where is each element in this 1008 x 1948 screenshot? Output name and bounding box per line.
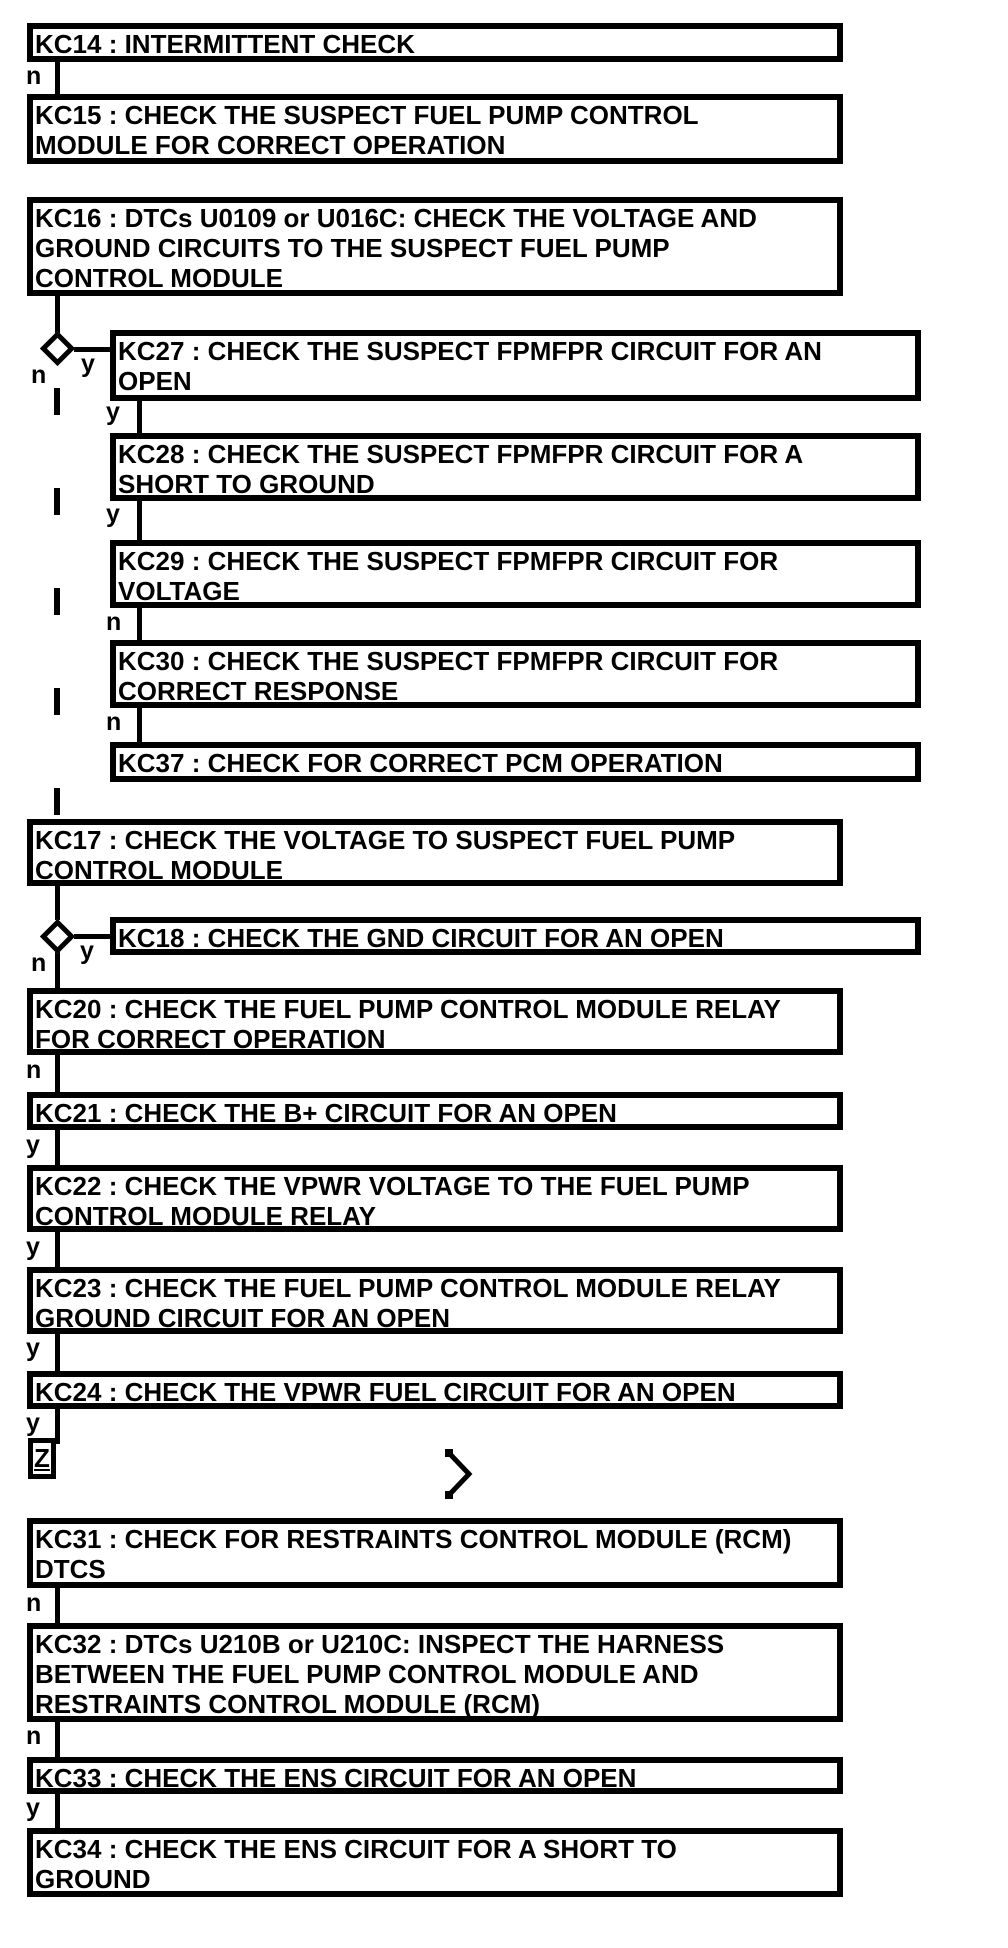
node-kc21-box: KC21 : CHECK THE B+ CIRCUIT FOR AN OPEN [27, 1092, 843, 1130]
node-kc22-box: KC22 : CHECK THE VPWR VOLTAGE TO THE FUE… [27, 1165, 843, 1232]
connector-line [55, 884, 60, 920]
connector-line [55, 1407, 60, 1444]
offpage-connector-z[interactable]: Z [28, 1438, 56, 1479]
node-kc20-box: KC20 : CHECK THE FUEL PUMP CONTROL MODUL… [27, 988, 843, 1055]
connector-line [55, 60, 60, 96]
edge-label-no: n [26, 1056, 42, 1084]
edge-label-no: n [26, 62, 42, 90]
connector-line [137, 606, 142, 642]
connector-line [137, 706, 142, 744]
continuation-chevron-icon [440, 1446, 476, 1507]
edge-label-yes: y [26, 1131, 40, 1159]
node-kc31-box: KC31 : CHECK FOR RESTRAINTS CONTROL MODU… [27, 1518, 843, 1588]
node-kc17-box: KC17 : CHECK THE VOLTAGE TO SUSPECT FUEL… [27, 819, 843, 886]
connector-line [74, 934, 114, 939]
node-kc14-box: KC14 : INTERMITTENT CHECK [27, 23, 843, 62]
edge-label-no: n [106, 608, 122, 636]
edge-label-yes: y [106, 398, 120, 426]
connector-line-dashed [54, 388, 60, 858]
connector-line [137, 399, 142, 435]
edge-label-yes: y [26, 1409, 40, 1437]
node-kc30-box: KC30 : CHECK THE SUSPECT FPMFPR CIRCUIT … [110, 640, 921, 708]
edge-label-no: n [26, 1722, 42, 1750]
node-kc37-box: KC37 : CHECK FOR CORRECT PCM OPERATION [110, 742, 921, 782]
node-kc23-box: KC23 : CHECK THE FUEL PUMP CONTROL MODUL… [27, 1267, 843, 1334]
connector-line [55, 1230, 60, 1269]
node-kc34-box: KC34 : CHECK THE ENS CIRCUIT FOR A SHORT… [27, 1828, 843, 1897]
node-kc16-box: KC16 : DTCs U0109 or U016C: CHECK THE VO… [27, 197, 843, 296]
connector-line [55, 1053, 60, 1094]
node-kc33-box: KC33 : CHECK THE ENS CIRCUIT FOR AN OPEN [27, 1757, 843, 1794]
node-kc24-box: KC24 : CHECK THE VPWR FUEL CIRCUIT FOR A… [27, 1371, 843, 1409]
edge-label-yes: y [26, 1794, 40, 1822]
edge-label-no: n [106, 708, 122, 736]
node-kc29-box: KC29 : CHECK THE SUSPECT FPMFPR CIRCUIT … [110, 540, 921, 608]
edge-label-no: n [31, 361, 47, 389]
edge-label-yes: y [80, 937, 94, 965]
edge-label-no: n [26, 1589, 42, 1617]
offpage-connector-label: Z [34, 1443, 50, 1473]
connector-line [55, 1720, 60, 1759]
edge-label-yes: y [81, 350, 95, 378]
edge-label-no: n [31, 949, 47, 977]
connector-line [137, 498, 142, 542]
connector-line [55, 1331, 60, 1373]
connector-line [55, 1586, 60, 1625]
connector-line [55, 294, 60, 333]
node-kc18-box: KC18 : CHECK THE GND CIRCUIT FOR AN OPEN [110, 917, 921, 955]
node-kc15-box: KC15 : CHECK THE SUSPECT FUEL PUMP CONTR… [27, 94, 843, 164]
edge-label-yes: y [26, 1233, 40, 1261]
connector-line [74, 347, 114, 352]
edge-label-yes: y [106, 500, 120, 528]
node-kc32-box: KC32 : DTCs U210B or U210C: INSPECT THE … [27, 1623, 843, 1722]
edge-label-yes: y [26, 1334, 40, 1362]
node-kc28-box: KC28 : CHECK THE SUSPECT FPMFPR CIRCUIT … [110, 433, 921, 501]
connector-line [55, 1791, 60, 1830]
node-kc27-box: KC27 : CHECK THE SUSPECT FPMFPR CIRCUIT … [110, 330, 921, 401]
connector-line [55, 1128, 60, 1167]
connector-line [55, 952, 60, 990]
